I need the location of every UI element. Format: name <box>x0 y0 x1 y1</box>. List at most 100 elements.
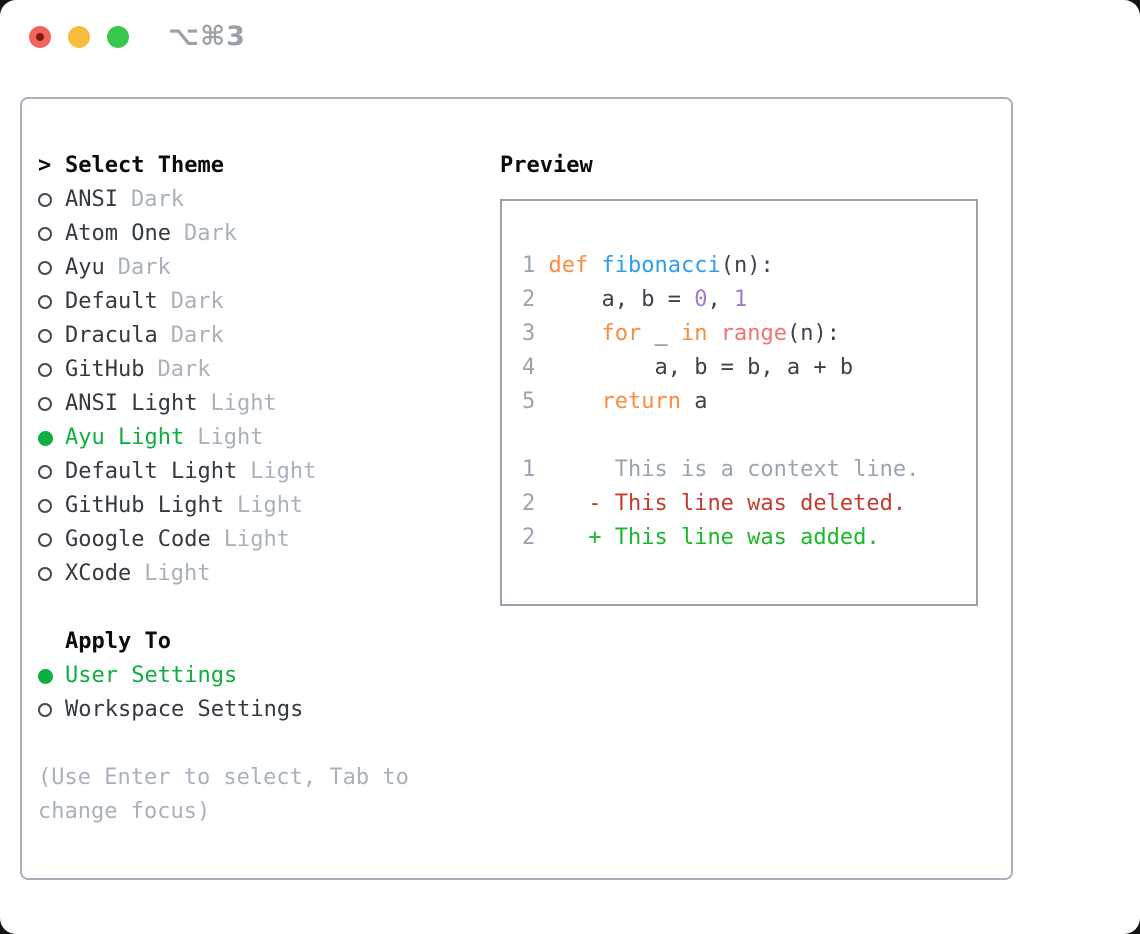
token-keyword: return <box>601 389 681 414</box>
window-shortcut-label: ⌥⌘3 <box>168 21 246 52</box>
token-code-plain: a <box>680 389 708 414</box>
code-line: 3 for _ in range(n): <box>522 317 976 351</box>
help-text-line: change focus) <box>38 799 211 824</box>
radio-cell <box>38 499 65 513</box>
diff-line-added: 2 + This line was added. <box>522 521 976 555</box>
theme-variant-tag: Dark <box>157 357 211 382</box>
minimize-button[interactable] <box>68 26 90 48</box>
token-keyword: def <box>548 253 589 278</box>
line-number: 1 <box>522 457 589 482</box>
token-number: 1 <box>733 287 748 312</box>
apply-option-label: Workspace Settings <box>65 697 304 722</box>
radio-unselected-icon <box>38 567 52 581</box>
theme-item-google-code[interactable]: Google Code Light <box>38 523 488 557</box>
theme-item-xcode[interactable]: XCode Light <box>38 557 488 591</box>
apply-to-title-label: Apply To <box>65 629 171 654</box>
theme-variant-tag: Light <box>144 561 211 586</box>
radio-unselected-icon <box>38 329 52 343</box>
theme-item-github[interactable]: GitHub Dark <box>38 353 488 387</box>
radio-unselected-icon <box>38 533 52 547</box>
theme-name: Default <box>65 289 158 314</box>
diff-line-context: 1 This is a context line. <box>522 453 976 487</box>
radio-selected-icon <box>38 430 53 446</box>
radio-cell <box>38 329 65 343</box>
radio-unselected-icon <box>38 295 52 309</box>
radio-cell <box>38 567 65 581</box>
preview-column: Preview 1 def fibonacci(n):2 a, b = 0, 1… <box>500 149 1000 606</box>
theme-name: GitHub <box>65 357 145 382</box>
zoom-button[interactable] <box>107 26 129 48</box>
radio-unselected-icon <box>38 499 52 513</box>
radio-unselected-icon <box>38 227 52 241</box>
theme-name: Default Light <box>65 459 238 484</box>
titlebar: ⌥⌘3 <box>0 0 1140 74</box>
diff-line-deleted: 2 - This line was deleted. <box>522 487 976 521</box>
radio-selected-icon <box>38 668 53 684</box>
code-line: 5 return a <box>522 385 976 419</box>
theme-name: XCode <box>65 561 132 586</box>
token-code-plain <box>549 389 602 414</box>
token-keyword: for <box>601 321 642 346</box>
theme-variant-tag: Light <box>210 391 277 416</box>
code-line: 1 def fibonacci(n): <box>522 249 976 283</box>
theme-item-default-light[interactable]: Default Light Light <box>38 455 488 489</box>
theme-variant-tag: Light <box>250 459 317 484</box>
token-number: 0 <box>694 287 708 312</box>
line-number: 4 <box>522 355 549 380</box>
line-number: 2 <box>522 491 589 516</box>
radio-unselected-icon <box>38 261 52 275</box>
close-button[interactable] <box>29 26 51 48</box>
spacer <box>38 727 488 761</box>
apply-option-workspace-settings[interactable]: Workspace Settings <box>38 693 488 727</box>
apply-to-title: Apply To <box>38 625 488 659</box>
radio-unselected-icon <box>38 397 52 411</box>
radio-cell <box>38 261 65 275</box>
radio-cell <box>38 533 65 547</box>
spacer <box>38 591 488 625</box>
theme-variant-tag: Dark <box>170 289 224 314</box>
radio-cell <box>38 465 65 479</box>
theme-list-title: >Select Theme <box>38 149 488 183</box>
token-code-plain: (n): <box>786 321 840 346</box>
radio-cell <box>38 430 65 446</box>
token-builtin: range <box>720 321 787 346</box>
theme-name: Atom One <box>65 221 171 246</box>
theme-variant-tag: Light <box>223 527 290 552</box>
radio-cell <box>38 668 65 684</box>
theme-variant-tag: Dark <box>117 255 171 280</box>
theme-variant-tag: Light <box>197 425 264 450</box>
code-line: 2 a, b = 0, 1 <box>522 283 976 317</box>
radio-cell <box>38 703 65 717</box>
radio-cell <box>38 363 65 377</box>
theme-item-ayu[interactable]: Ayu Dark <box>38 251 488 285</box>
theme-name: GitHub Light <box>65 493 224 518</box>
theme-name: Google Code <box>65 527 211 552</box>
token-code-plain <box>588 253 601 278</box>
theme-item-default[interactable]: Default Dark <box>38 285 488 319</box>
token-code-plain <box>549 321 602 346</box>
theme-variant-tag: Dark <box>130 187 184 212</box>
token-function-name: fibonacci <box>601 253 721 278</box>
radio-cell <box>38 227 65 241</box>
close-dot-icon <box>36 33 44 41</box>
line-number: 2 <box>522 525 589 550</box>
apply-option-user-settings[interactable]: User Settings <box>38 659 488 693</box>
apply-option-label: User Settings <box>65 663 238 688</box>
token-code-plain: (n): <box>720 253 774 278</box>
cursor-prefix-icon: > <box>38 153 52 178</box>
theme-name: Ayu <box>65 255 105 280</box>
theme-name: Dracula <box>65 323 158 348</box>
token-code-plain: _ <box>641 321 681 346</box>
diff-preview: 1 This is a context line.2 - This line w… <box>522 453 976 555</box>
